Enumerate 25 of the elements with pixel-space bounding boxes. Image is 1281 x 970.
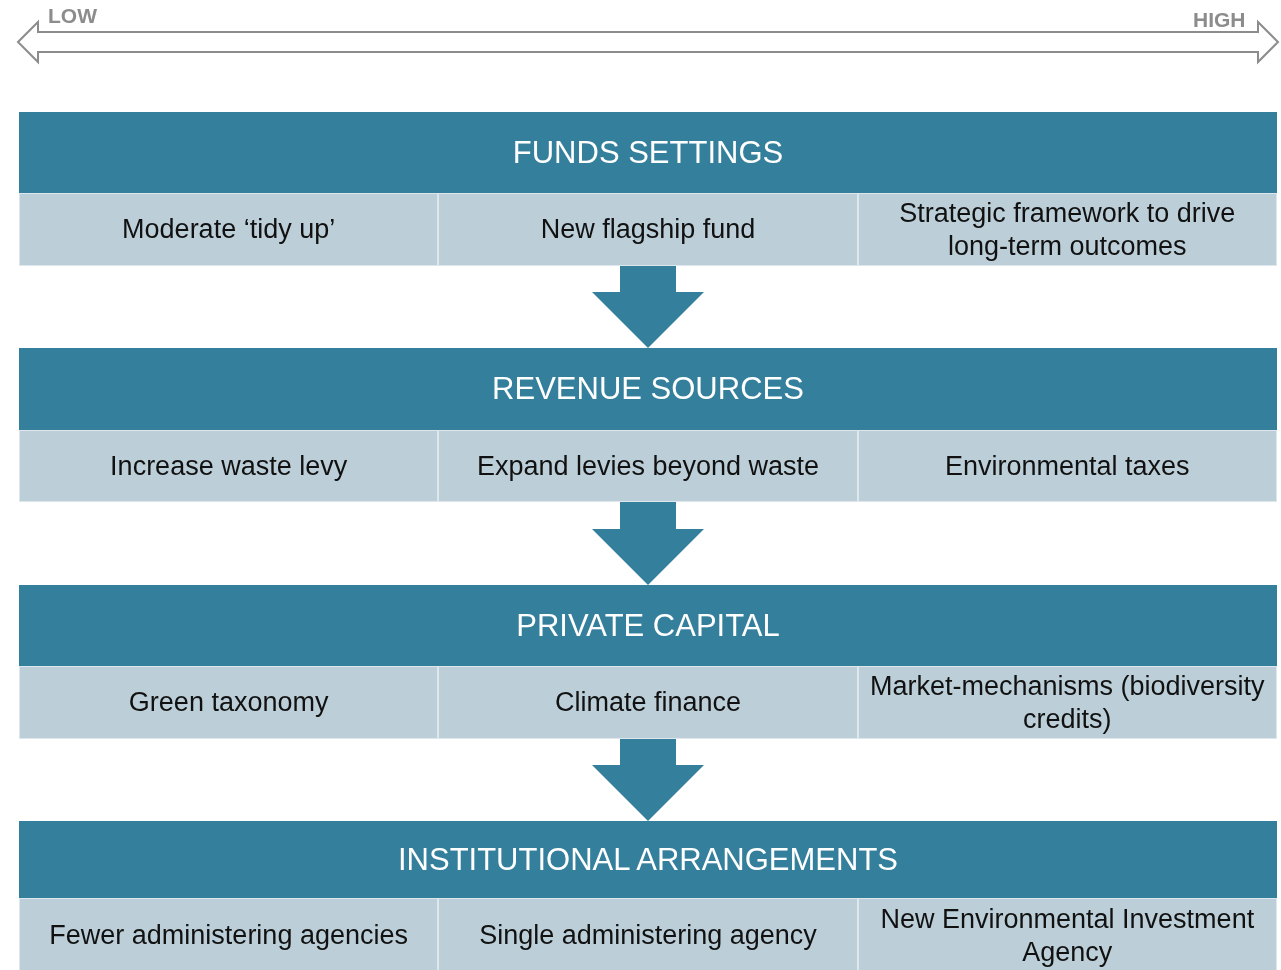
band-title: PRIVATE CAPITAL (515, 607, 781, 644)
block-arrow (592, 266, 704, 348)
scale-label: LOW (48, 4, 97, 28)
option-cell: Single administering agency (438, 898, 858, 970)
option-cell: Moderate ‘tidy up’ (19, 193, 439, 266)
option-cell: New flagship fund (438, 193, 858, 266)
scale-label: HIGH (1193, 8, 1246, 32)
option-cell: New Environmental Investment Agency (857, 898, 1277, 970)
option-cell: Expand levies beyond waste (438, 430, 858, 502)
block-arrow (592, 502, 704, 585)
category-band (19, 821, 1277, 970)
option-cell: Increase waste levy (19, 430, 439, 502)
band-title: REVENUE SOURCES (491, 371, 805, 407)
band-title: INSTITUTIONAL ARRANGEMENTS (396, 841, 900, 878)
option-cell: Green taxonomy (19, 666, 439, 739)
option-cell: Climate finance (438, 666, 858, 739)
option-cell: Market-mechanisms (biodiversity credits) (857, 666, 1277, 739)
category-band (19, 348, 1277, 502)
option-cell: Environmental taxes (857, 430, 1277, 502)
block-arrow (592, 739, 704, 821)
band-title: FUNDS SETTINGS (511, 134, 785, 171)
category-band (19, 112, 1277, 266)
option-cell: Fewer administering agencies (19, 898, 439, 970)
option-cell: Strategic framework to drive long-term outcomes (857, 193, 1277, 266)
category-band (19, 585, 1277, 739)
